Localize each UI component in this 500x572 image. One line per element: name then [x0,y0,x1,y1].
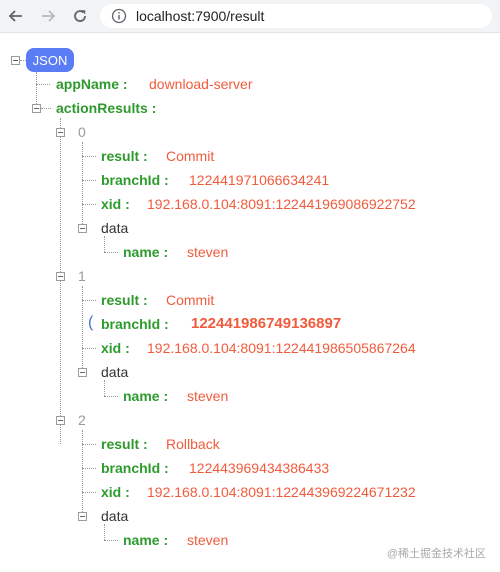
collapse-toggle-root[interactable] [11,56,20,65]
key-xid: xid : [101,340,130,356]
back-button[interactable] [4,4,28,28]
key-xid: xid : [101,484,130,500]
collapse-toggle-data-0[interactable] [78,224,87,233]
key-name: name : [123,388,169,404]
array-index-1: 1 [78,268,86,284]
json-tree-view: JSON appName : download-server actionRes… [0,40,500,572]
array-index-0: 0 [78,124,86,140]
key-result: result : [101,148,148,164]
value-xid: 192.168.0.104:8091:122443969224671232 [147,484,416,500]
value-name: steven [187,244,229,260]
value-branchid: 122443969434386433 [189,460,330,476]
collapse-toggle-data-2[interactable] [78,512,87,521]
value-result: Commit [166,292,215,308]
key-name: name : [123,532,169,548]
reload-icon [74,10,86,22]
collapse-toggle-actionresults[interactable] [32,104,41,113]
info-icon[interactable] [110,7,128,25]
node-data: data [101,508,129,524]
value-branchid: 122441971066634241 [189,172,330,188]
value-xid: 192.168.0.104:8091:122441986505867264 [147,340,416,356]
selection-bracket: ( [88,314,94,331]
key-branchid: branchId : [101,460,169,476]
node-data: data [101,220,129,236]
value-result: Rollback [166,436,220,452]
browser-toolbar: localhost:7900/result [0,0,500,33]
key-appname: appName : [56,76,128,92]
value-name: steven [187,388,229,404]
key-actionresults: actionResults : [56,100,157,116]
watermark: @稀土掘金技术社区 [386,548,486,560]
key-name: name : [123,244,169,260]
arrow-left-icon [8,10,22,22]
collapse-toggle-data-1[interactable] [78,368,87,377]
key-xid: xid : [101,196,130,212]
key-branchid: branchId : [101,172,169,188]
collapse-toggle-item-1[interactable] [56,272,65,281]
collapse-toggle-item-0[interactable] [56,128,65,137]
key-result: result : [101,292,148,308]
value-branchid-highlighted: 122441986749136897 [191,315,342,332]
json-root-badge[interactable]: JSON [26,48,74,72]
reload-button[interactable] [68,4,92,28]
array-index-2: 2 [78,412,86,428]
url-text: localhost:7900/result [136,8,265,24]
value-name: steven [187,532,229,548]
address-bar[interactable]: localhost:7900/result [100,4,492,28]
arrow-right-icon [42,10,56,22]
forward-button[interactable] [36,4,60,28]
collapse-toggle-item-2[interactable] [56,416,65,425]
key-branchid: branchId : [101,316,169,332]
value-result: Commit [166,148,215,164]
key-result: result : [101,436,148,452]
value-xid: 192.168.0.104:8091:122441969086922752 [147,196,416,212]
node-data: data [101,364,129,380]
value-appname: download-server [149,76,253,92]
